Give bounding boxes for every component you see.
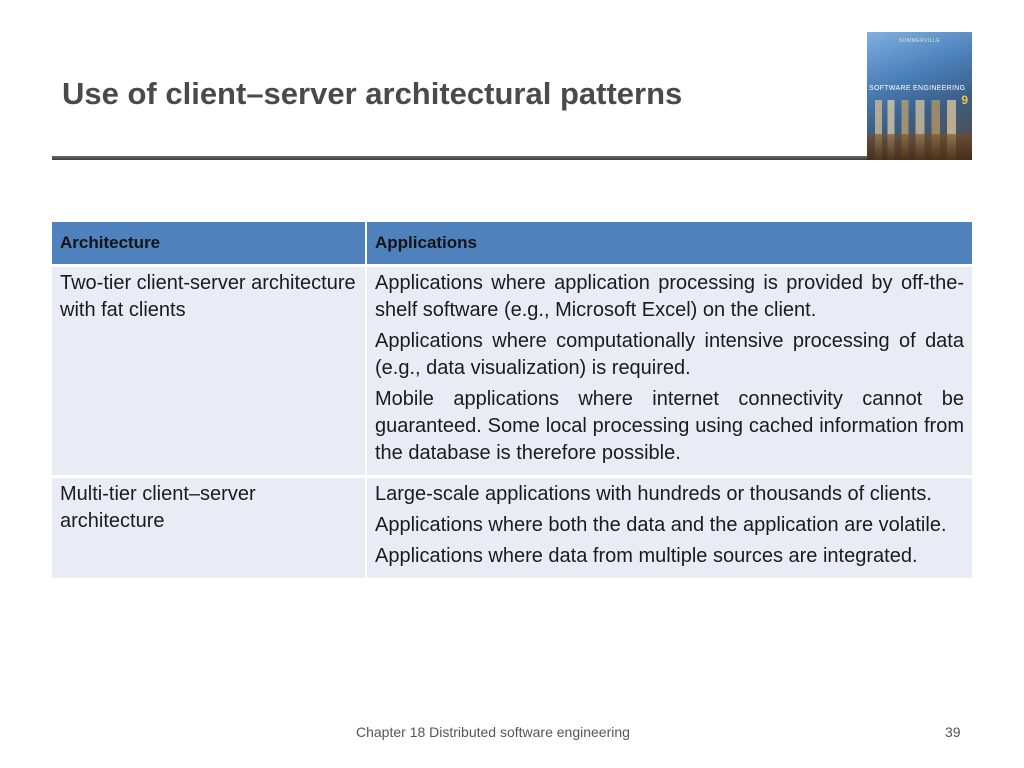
cover-base-artwork <box>867 134 972 160</box>
application-item: Applications where application processin… <box>375 272 964 321</box>
title-divider <box>52 156 868 160</box>
header-applications: Applications <box>365 222 972 266</box>
footer-chapter-text: Chapter 18 Distributed software engineer… <box>356 724 630 740</box>
page-number: 39 <box>945 724 961 740</box>
architecture-cell: Two-tier client-server architecture with… <box>52 264 366 477</box>
cover-author: SOMMERVILLE <box>898 38 941 44</box>
architecture-cell: Multi-tier client–server architecture <box>52 475 366 578</box>
table-row: Multi-tier client–server architecture La… <box>52 475 972 578</box>
application-item: Applications where computationally inten… <box>375 330 964 379</box>
book-cover-image: SOMMERVILLE SOFTWARE ENGINEERING 9 <box>867 32 972 160</box>
application-item: Mobile applications where internet conne… <box>375 388 964 464</box>
header-architecture: Architecture <box>52 222 366 266</box>
slide-title: Use of client–server architectural patte… <box>62 76 683 111</box>
cover-edition-number: 9 <box>961 93 968 107</box>
applications-cell: Large-scale applications with hundreds o… <box>365 475 972 578</box>
applications-cell: Applications where application processin… <box>365 264 972 477</box>
application-item: Applications where both the data and the… <box>375 514 947 536</box>
architecture-table: Architecture Applications Two-tier clien… <box>52 222 972 578</box>
table-header-row: Architecture Applications <box>52 222 972 266</box>
application-item: Applications where data from multiple so… <box>375 545 918 567</box>
table-row: Two-tier client-server architecture with… <box>52 264 972 477</box>
application-item: Large-scale applications with hundreds o… <box>375 483 932 505</box>
cover-series-title: SOFTWARE ENGINEERING <box>869 85 966 92</box>
